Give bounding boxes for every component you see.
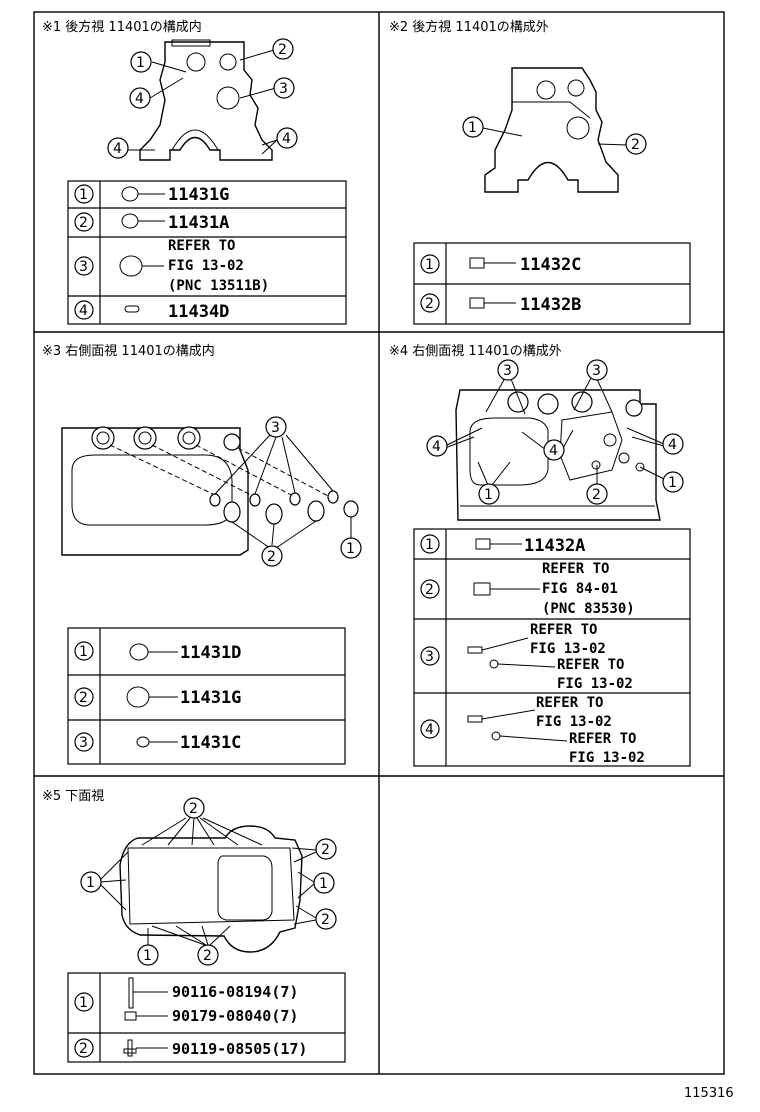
s5-row1-part2: 90179-08040(7) xyxy=(172,1007,298,1025)
s4-row1-part: 11432A xyxy=(524,536,585,556)
s4-row4-line2: FIG 13-02 xyxy=(536,714,612,730)
svg-text:1: 1 xyxy=(319,876,328,892)
section-3-table: 1 2 3 11431D 11431G 11431C xyxy=(67,627,346,765)
section-5-header: ※5 下面視 xyxy=(42,789,104,804)
section-2-header: ※2 後方視 11401の構成外 xyxy=(389,19,549,35)
s4-row2-line1: REFER TO xyxy=(542,561,609,577)
svg-text:1: 1 xyxy=(668,475,677,491)
s1-row3-line2: FIG 13-02 xyxy=(168,258,244,274)
s4-row2-line3: (PNC 83530) xyxy=(542,601,635,617)
s4-row4-idx: 4 xyxy=(425,722,434,738)
svg-text:1: 1 xyxy=(86,875,95,891)
s3-row1-part: 11431D xyxy=(180,643,241,663)
s4-row2-line2: FIG 84-01 xyxy=(542,581,618,597)
section-2-table: 1 2 11432C 11432B xyxy=(413,242,691,325)
s1-row1-idx: 1 xyxy=(79,187,88,203)
svg-text:2: 2 xyxy=(267,549,276,565)
section-3-block-drawing xyxy=(61,426,359,556)
section-4-callouts: 3 3 4 4 4 1 2 1 xyxy=(426,359,684,505)
section-5-pan-drawing xyxy=(119,825,303,953)
s4-row4-line4: FIG 13-02 xyxy=(569,750,645,766)
svg-text:3: 3 xyxy=(279,81,288,97)
svg-text:4: 4 xyxy=(113,141,122,157)
s2-row1-idx: 1 xyxy=(425,257,434,273)
s4-row3-line1: REFER TO xyxy=(530,622,597,638)
section-2-block-drawing xyxy=(484,67,619,193)
svg-text:3: 3 xyxy=(503,363,512,379)
section-1-table: 1 2 3 4 11431G 11431A REFER TO FIG 13-02… xyxy=(67,180,347,325)
s4-row3-line4: FIG 13-02 xyxy=(557,676,633,692)
s3-row2-idx: 2 xyxy=(79,690,88,706)
s4-row3-idx: 3 xyxy=(425,649,434,665)
section-5-table: 1 2 90116-08194(7) 90179-08040(7) 90119-… xyxy=(67,972,346,1063)
s1-row3-line1: REFER TO xyxy=(168,238,235,254)
figure-number: 115316 xyxy=(684,1086,734,1101)
s1-row3-idx: 3 xyxy=(79,259,88,275)
s4-row4-line3: REFER TO xyxy=(569,731,636,747)
section-4-header: ※4 右側面視 11401の構成外 xyxy=(389,344,562,359)
section-5-callouts: 2 1 2 1 2 1 2 xyxy=(80,797,337,966)
section-1-header: ※1 後方視 11401の構成内 xyxy=(42,19,202,35)
s1-row4-idx: 4 xyxy=(79,303,88,319)
s3-row2-part: 11431G xyxy=(180,688,241,708)
section-4-table: 1 2 3 4 11432A REFER TO FIG 84-01 (PNC 8… xyxy=(413,528,691,767)
svg-text:2: 2 xyxy=(321,912,330,928)
s4-row2-idx: 2 xyxy=(425,582,434,598)
section-3-header: ※3 右側面視 11401の構成内 xyxy=(42,343,215,359)
svg-text:2: 2 xyxy=(631,137,640,153)
s2-row2-idx: 2 xyxy=(425,296,434,312)
svg-text:2: 2 xyxy=(189,801,198,817)
s3-row1-idx: 1 xyxy=(79,644,88,660)
svg-text:2: 2 xyxy=(321,842,330,858)
s1-row2-part: 11431A xyxy=(168,213,229,233)
svg-text:4: 4 xyxy=(432,439,441,455)
s5-row1-part1: 90116-08194(7) xyxy=(172,983,298,1001)
s4-row3-line3: REFER TO xyxy=(557,657,624,673)
s4-row4-line1: REFER TO xyxy=(536,695,603,711)
section-1-block-drawing xyxy=(139,39,273,161)
svg-text:1: 1 xyxy=(136,55,145,71)
s5-row2-part: 90119-08505(17) xyxy=(172,1040,307,1058)
section-4-block-drawing xyxy=(455,389,661,521)
s4-row1-idx: 1 xyxy=(425,537,434,553)
s1-row1-part: 11431G xyxy=(168,185,229,205)
section-3-callouts: 3 2 1 xyxy=(214,416,362,567)
section-2-callouts: 1 2 xyxy=(462,116,647,155)
frame xyxy=(33,11,725,1075)
svg-text:3: 3 xyxy=(271,420,280,436)
svg-text:3: 3 xyxy=(592,363,601,379)
svg-text:4: 4 xyxy=(135,91,144,107)
svg-text:2: 2 xyxy=(592,487,601,503)
section-1-callouts: 1 2 3 4 4 4 xyxy=(107,38,298,159)
s1-row4-part: 11434D xyxy=(168,302,229,322)
svg-text:1: 1 xyxy=(143,948,152,964)
svg-text:2: 2 xyxy=(278,42,287,58)
svg-text:2: 2 xyxy=(203,948,212,964)
s5-row1-idx: 1 xyxy=(79,995,88,1011)
s5-row2-idx: 2 xyxy=(79,1041,88,1057)
s4-row3-line2: FIG 13-02 xyxy=(530,641,606,657)
s1-row3-line3: (PNC 13511B) xyxy=(168,278,269,294)
svg-text:1: 1 xyxy=(484,487,493,503)
s3-row3-part: 11431C xyxy=(180,733,241,753)
s3-row3-idx: 3 xyxy=(79,735,88,751)
svg-text:4: 4 xyxy=(549,443,558,459)
s2-row1-part: 11432C xyxy=(520,255,581,275)
s2-row2-part: 11432B xyxy=(520,295,581,315)
s1-row2-idx: 2 xyxy=(79,215,88,231)
svg-text:4: 4 xyxy=(282,131,291,147)
svg-text:1: 1 xyxy=(346,541,355,557)
svg-text:1: 1 xyxy=(468,120,477,136)
svg-text:4: 4 xyxy=(668,437,677,453)
